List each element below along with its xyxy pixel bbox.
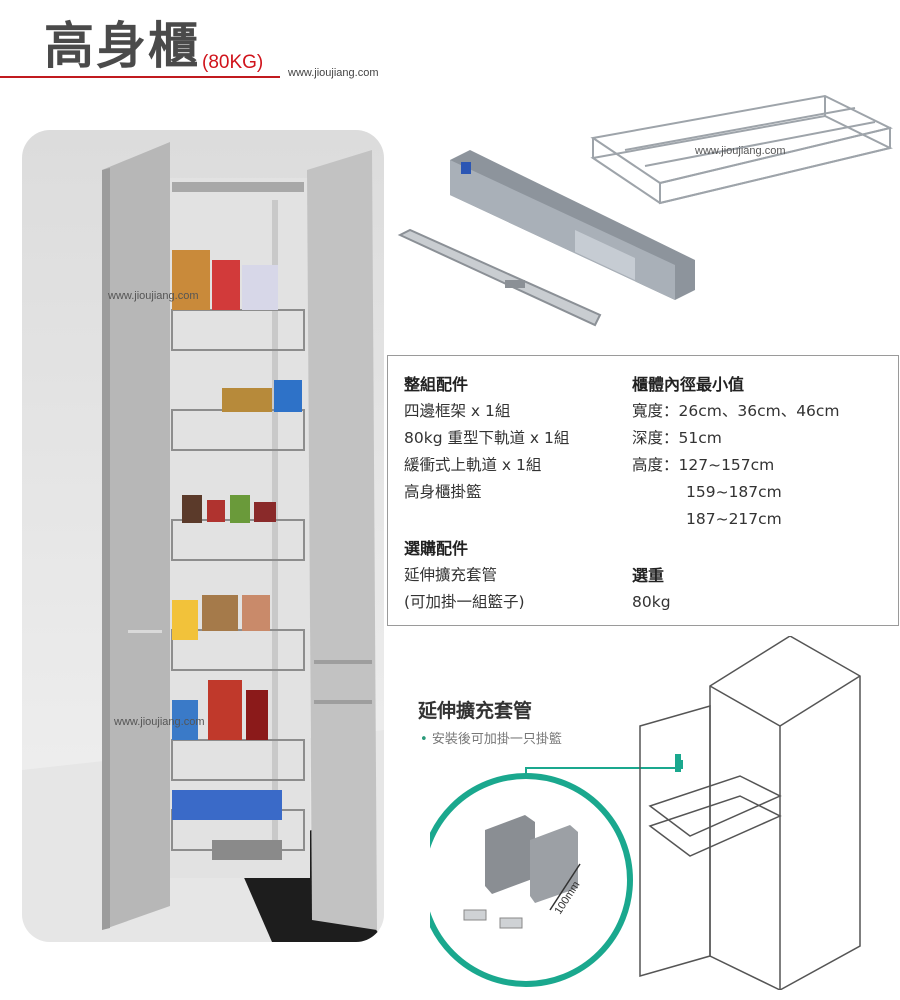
title-underline	[0, 76, 280, 78]
extension-subtitle: • 安裝後可加掛一只掛籃	[420, 732, 562, 747]
spec-box: 整組配件 四邊框架 x 1組 80kg 重型下軌道 x 1組 緩衝式上軌道 x …	[387, 355, 899, 626]
optional-item: (可加掛一組籃子)	[404, 593, 525, 611]
cabinet-dimensions: 櫃體內徑最小值 寬度：26cm、36cm、46cm 深度：51cm 高度：127…	[632, 372, 840, 533]
included-parts: 整組配件 四邊框架 x 1組 80kg 重型下軌道 x 1組 緩衝式上軌道 x …	[404, 372, 569, 506]
extension-detail: 100mm	[430, 760, 683, 987]
load-spec: 選重 80kg	[632, 563, 671, 616]
page-title: 高身櫃	[44, 16, 200, 75]
optional-item: 延伸擴充套管	[404, 566, 498, 584]
included-item: 高身櫃掛籃	[404, 483, 482, 501]
height-spec-extra: 187~217cm	[686, 510, 782, 528]
height-spec-extra: 159~187cm	[686, 483, 782, 501]
included-item: 緩衝式上軌道 x 1組	[404, 456, 542, 474]
optional-parts: 選購配件 延伸擴充套管 (可加掛一組籃子)	[404, 536, 525, 616]
watermark: www.jioujiang.com	[114, 716, 205, 728]
rails-illustration	[397, 150, 695, 327]
included-heading: 整組配件	[404, 375, 469, 394]
cabinet-illustration	[22, 142, 384, 942]
included-item: 80kg 重型下軌道 x 1組	[404, 429, 570, 447]
depth-spec: 深度：51cm	[632, 429, 722, 447]
basket-illustration: www.jioujiang.com	[590, 94, 893, 205]
extension-title: 延伸擴充套管	[418, 700, 533, 722]
height-spec: 高度：127~157cm	[632, 456, 775, 474]
installation-diagram	[639, 636, 861, 990]
load-heading: 選重	[632, 566, 665, 585]
watermark: www.jioujiang.com	[108, 290, 199, 302]
included-item: 四邊框架 x 1組	[404, 402, 511, 420]
dimensions-heading: 櫃體內徑最小值	[632, 375, 745, 394]
site-url[interactable]: www.jioujiang.com	[288, 67, 379, 79]
extension-subtitle-text: 安裝後可加掛一只掛籃	[431, 732, 562, 747]
watermark: www.jioujiang.com	[694, 145, 785, 157]
optional-heading: 選購配件	[404, 539, 469, 558]
title-weight: (80KG)	[202, 52, 264, 73]
cabinet-photo: www.jioujiang.com www.jioujiang.com	[22, 130, 384, 942]
width-spec: 寬度：26cm、36cm、46cm	[632, 402, 840, 420]
load-value: 80kg	[632, 593, 671, 611]
